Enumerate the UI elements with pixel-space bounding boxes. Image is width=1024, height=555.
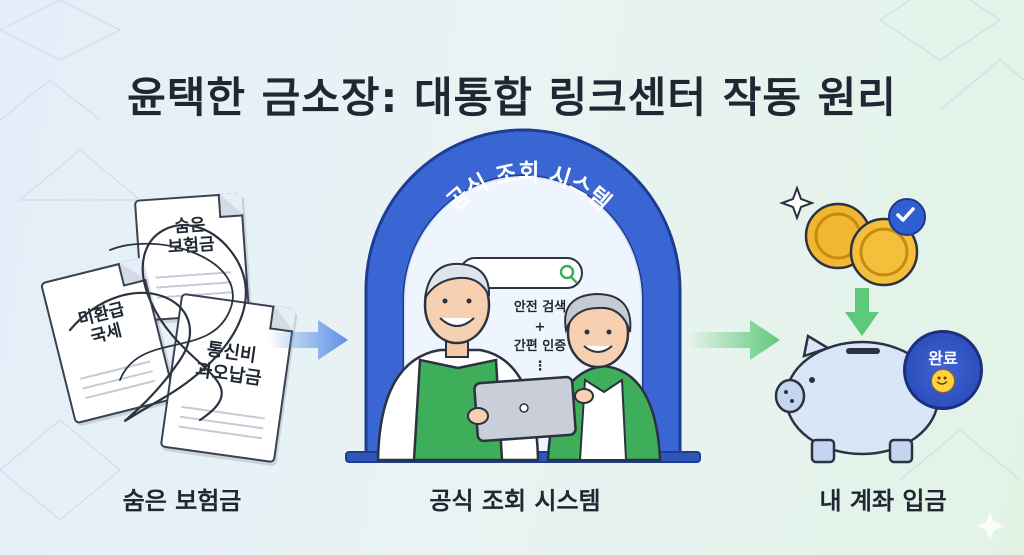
completion-badge-text: 완료 (928, 349, 958, 368)
search-caption: 안전 검색 + 간편 인증 ⋮ (488, 298, 592, 376)
check-icon (888, 198, 926, 236)
middle-column-label: 공식 조회 시스템 (429, 487, 601, 515)
easy-auth-text: 간편 인증 (513, 339, 567, 354)
page-title: 윤택한 금소장: 대통합 링크센터 작동 원리 (127, 73, 897, 122)
arrow-coins-to-piggy (845, 288, 879, 336)
arrow-middle-to-right (688, 320, 780, 360)
safe-search-text: 안전 검색 (513, 300, 567, 315)
sparkle-icon (779, 185, 815, 221)
smile-icon (931, 369, 955, 393)
plus-text: + (534, 319, 546, 335)
elderly-woman-illustration (546, 292, 662, 462)
check-mark (896, 207, 915, 222)
left-column-label: 숨은 보험금 (122, 487, 242, 515)
right-column-label: 내 계좌 입금 (819, 487, 947, 515)
sparkle-icon (976, 512, 1004, 540)
tablet-icon (467, 375, 594, 443)
piggy-bank-icon (774, 334, 940, 464)
arrow-left-to-middle (268, 320, 348, 360)
continue-dots-text: ⋮ (533, 358, 547, 374)
search-icon (559, 264, 578, 284)
smile-face (936, 376, 948, 385)
coin-icon (849, 217, 919, 287)
completion-badge: 완료 (903, 330, 983, 410)
